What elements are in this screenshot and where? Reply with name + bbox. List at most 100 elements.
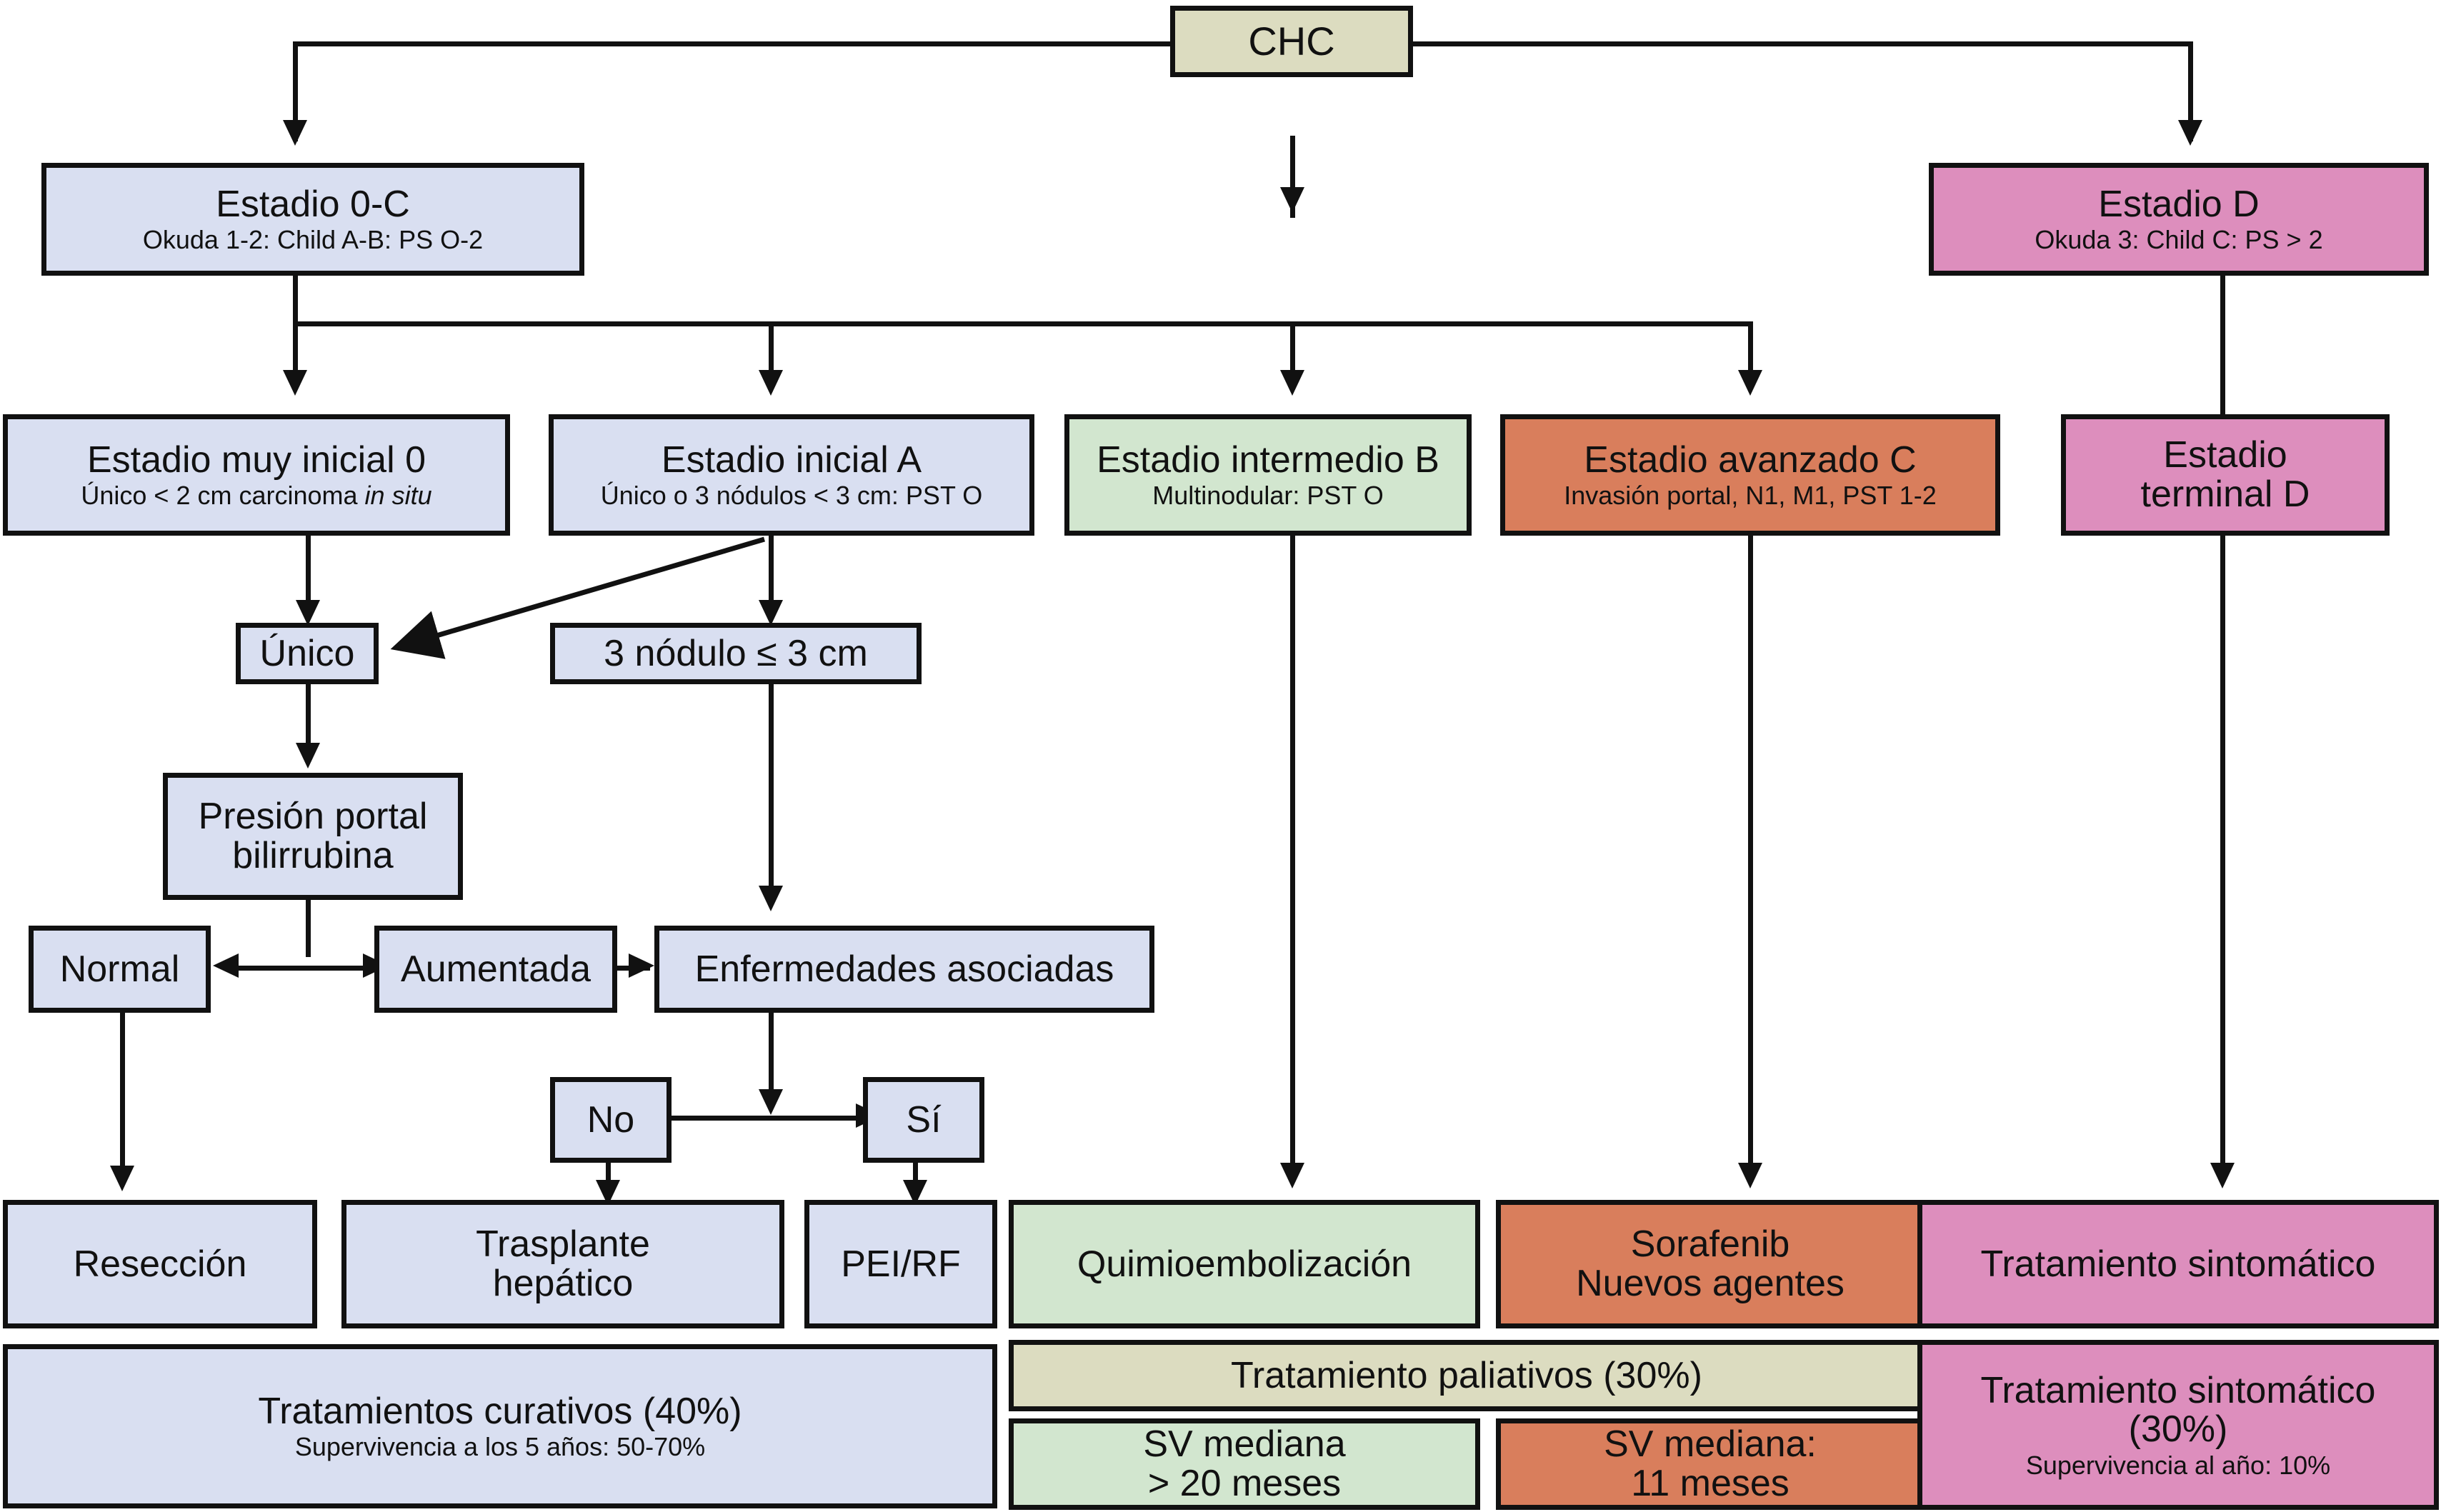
- node-reseccion[interactable]: Resección: [3, 1200, 317, 1328]
- arrowhead-reseccion: [110, 1166, 134, 1191]
- node-estadio-avanzado-c-subtitle: Invasión portal, N1, M1, PST 1-2: [1564, 481, 1937, 511]
- arrowhead-stagea: [759, 370, 783, 396]
- node-tratamiento-paliativos-title: Tratamiento paliativos (30%): [1231, 1354, 1702, 1396]
- node-tratamiento-sintomatico-label: Tratamiento sintomático: [1980, 1243, 2376, 1285]
- arrowhead-stageb: [1280, 370, 1304, 396]
- node-estadio-muy-inicial-0-subtitle: Único < 2 cm carcinoma in situ: [81, 482, 431, 509]
- node-pei-rf[interactable]: PEI/RF: [804, 1200, 997, 1328]
- connector-root-middle: [1290, 136, 1295, 218]
- node-sorafenib-line2: Nuevos agentes: [1576, 1263, 1845, 1304]
- connector-aumentada-to-enfermedades: [614, 966, 650, 971]
- arrowhead-quimio: [1280, 1163, 1304, 1188]
- arrowhead-presion: [296, 743, 320, 768]
- node-aumentada-label: Aumentada: [401, 948, 591, 990]
- node-tratamiento-paliativos[interactable]: Tratamiento paliativos (30%): [1009, 1340, 1925, 1411]
- node-estadio-intermedio-b[interactable]: Estadio intermedio B Multinodular: PST O: [1064, 414, 1472, 536]
- connector-bus-to-stageb: [1290, 321, 1295, 384]
- node-tratamientos-curativos-subtitle: Supervivencia a los 5 años: 50-70%: [294, 1432, 706, 1462]
- connector-no-si: [664, 1116, 872, 1121]
- node-estadio-terminal-d-line2: terminal D: [2140, 474, 2310, 515]
- node-estadio-inicial-a-title: Estadio inicial A: [661, 439, 922, 481]
- connector-si-to-peirf: [913, 1161, 918, 1203]
- node-estadio-0-c-subtitle: Okuda 1-2: Child A-B: PS O-2: [142, 225, 484, 255]
- connector-normal-to-reseccion: [120, 1011, 125, 1175]
- node-tratamiento-sintomatico-30-line2: (30%): [2128, 1408, 2228, 1451]
- node-estadio-d[interactable]: Estadio D Okuda 3: Child C: PS > 2: [1929, 163, 2429, 276]
- node-sorafenib[interactable]: Sorafenib Nuevos agentes: [1496, 1200, 1925, 1328]
- node-no[interactable]: No: [550, 1077, 672, 1163]
- connector-normal-aumentada: [236, 966, 379, 971]
- node-tratamientos-curativos-title: Tratamientos curativos (40%): [258, 1390, 742, 1432]
- arrowhead-root-left: [283, 120, 307, 146]
- node-chc-label: CHC: [1248, 18, 1335, 64]
- node-estadio-muy-inicial-0[interactable]: Estadio muy inicial 0 Único < 2 cm carci…: [3, 414, 510, 536]
- node-tratamiento-sintomatico-30-subtitle: Supervivencia al año: 10%: [2025, 1450, 2331, 1480]
- node-estadio-intermedio-b-title: Estadio intermedio B: [1097, 439, 1439, 481]
- node-quimioembolizacion[interactable]: Quimioembolización: [1009, 1200, 1480, 1328]
- node-estadio-intermedio-b-subtitle: Multinodular: PST O: [1152, 481, 1384, 511]
- arrowhead-nosi-junction: [759, 1089, 783, 1115]
- node-sv-mediana-20[interactable]: SV mediana > 20 meses: [1009, 1418, 1480, 1510]
- connector-bus-to-stagea: [769, 321, 774, 384]
- node-estadio-muy-inicial-0-title: Estadio muy inicial 0: [87, 439, 426, 481]
- connector-stagec-to-sorafenib: [1748, 534, 1753, 1170]
- connector-no-to-trasplante: [606, 1161, 611, 1203]
- arrowhead-enfermedades: [759, 886, 783, 911]
- node-quimioembolizacion-label: Quimioembolización: [1077, 1243, 1412, 1285]
- node-tres-nodulo[interactable]: 3 nódulo ≤ 3 cm: [550, 623, 922, 684]
- connector-stage-bus: [293, 321, 1750, 326]
- connector-stage0c-down: [293, 275, 298, 324]
- connector-bus-to-stage0: [293, 321, 298, 384]
- node-estadio-d-title: Estadio D: [2098, 183, 2260, 225]
- node-normal-label: Normal: [59, 948, 180, 990]
- node-enfermedades-asociadas[interactable]: Enfermedades asociadas: [654, 926, 1154, 1013]
- arrowhead-enf-from-aumentada: [629, 953, 654, 978]
- node-pei-rf-label: PEI/RF: [841, 1243, 961, 1285]
- arrowhead-sintomatico: [2210, 1163, 2235, 1188]
- connector-staged-to-terminald: [2220, 275, 2225, 418]
- node-chc-root[interactable]: CHC: [1170, 6, 1413, 77]
- node-presion-portal-line2: bilirrubina: [232, 835, 394, 876]
- connector-terminald-to-sintomatico: [2220, 534, 2225, 1170]
- node-sv-mediana-11-line2: 11 meses: [1631, 1463, 1789, 1504]
- node-estadio-0-c-title: Estadio 0-C: [216, 183, 410, 225]
- node-sv-mediana-20-line2: > 20 meses: [1147, 1463, 1342, 1504]
- node-enfermedades-asociadas-label: Enfermedades asociadas: [694, 948, 1114, 990]
- node-trasplante-hepatico[interactable]: Trasplante hepático: [341, 1200, 784, 1328]
- node-sv-mediana-11[interactable]: SV mediana: 11 meses: [1496, 1418, 1925, 1510]
- connector-stage0-to-unico: [306, 534, 311, 613]
- node-estadio-avanzado-c-title: Estadio avanzado C: [1584, 439, 1917, 481]
- subtitle-italic: in situ: [364, 481, 432, 511]
- node-reseccion-label: Resección: [73, 1243, 247, 1285]
- connector-bus-to-stagec: [1748, 321, 1753, 384]
- node-unico-label: Único: [259, 632, 355, 674]
- arrowhead-tresnodulo: [759, 600, 783, 626]
- node-presion-portal-line1: Presión portal: [198, 796, 428, 838]
- node-aumentada[interactable]: Aumentada: [374, 926, 617, 1013]
- subtitle-pre: Único < 2 cm carcinoma: [81, 481, 365, 511]
- arrowhead-root-middle: [1280, 187, 1304, 213]
- connector-root-to-stage0c: [293, 41, 298, 141]
- node-si[interactable]: Sí: [863, 1077, 984, 1163]
- node-estadio-terminal-d[interactable]: Estadio terminal D: [2061, 414, 2390, 536]
- node-estadio-0-c[interactable]: Estadio 0-C Okuda 1-2: Child A-B: PS O-2: [41, 163, 584, 276]
- node-estadio-inicial-a[interactable]: Estadio inicial A Único o 3 nódulos < 3 …: [549, 414, 1034, 536]
- connector-presion-down: [306, 900, 311, 957]
- node-estadio-avanzado-c[interactable]: Estadio avanzado C Invasión portal, N1, …: [1500, 414, 2000, 536]
- node-presion-portal-bilirrubina[interactable]: Presión portal bilirrubina: [163, 773, 463, 900]
- node-tratamiento-sintomatico[interactable]: Tratamiento sintomático: [1917, 1200, 2439, 1328]
- connector-root-to-staged: [2188, 41, 2193, 141]
- node-unico[interactable]: Único: [236, 623, 379, 684]
- node-tratamientos-curativos[interactable]: Tratamientos curativos (40%) Supervivenc…: [3, 1344, 997, 1508]
- node-estadio-inicial-a-subtitle: Único o 3 nódulos < 3 cm: PST O: [600, 481, 983, 511]
- node-no-label: No: [586, 1098, 635, 1141]
- node-tratamiento-sintomatico-30[interactable]: Tratamiento sintomático (30%) Superviven…: [1917, 1340, 2439, 1510]
- node-normal[interactable]: Normal: [29, 926, 211, 1013]
- arrowhead-normal: [213, 953, 239, 978]
- arrowhead-stagec: [1738, 370, 1762, 396]
- node-estadio-d-subtitle: Okuda 3: Child C: PS > 2: [2035, 225, 2323, 255]
- node-trasplante-line1: Trasplante: [476, 1223, 650, 1266]
- arrowhead-unico: [296, 600, 320, 626]
- connector-unico-to-presion: [306, 680, 311, 751]
- node-estadio-terminal-d-line1: Estadio: [2163, 434, 2287, 476]
